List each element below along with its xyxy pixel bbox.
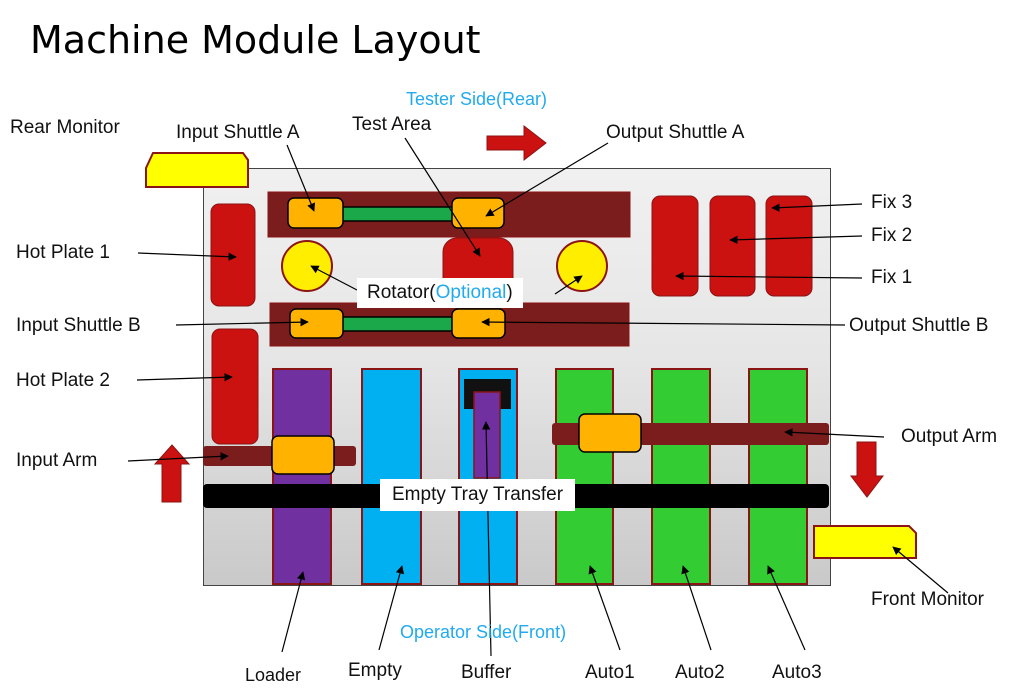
- rotator-optional-text: Optional: [435, 282, 507, 303]
- leader-loader: [281, 571, 306, 653]
- buffer-insert: [473, 391, 501, 479]
- empty-lane: [361, 368, 422, 585]
- output-shuttle-a-label: Output Shuttle A: [606, 122, 745, 143]
- fix-2: [709, 195, 756, 297]
- leader-test-area: [404, 137, 481, 257]
- leader-output-shuttle-b: [481, 317, 846, 327]
- input-shuttle-a-label: Input Shuttle A: [176, 122, 300, 143]
- leader-fix-1: [675, 271, 863, 281]
- page-title: Machine Module Layout: [30, 18, 481, 62]
- auto2-lane: [651, 368, 711, 585]
- leader-hot-plate-1: [137, 252, 237, 261]
- input-shuttle-b-label: Input Shuttle B: [16, 315, 141, 336]
- fix-2-label: Fix 2: [871, 225, 913, 246]
- leader-fix-2: [729, 235, 863, 244]
- hot-plate-1: [210, 203, 256, 307]
- leader-rotator-right: [554, 275, 583, 295]
- output-shuttle-b-label: Output Shuttle B: [849, 315, 989, 336]
- auto2-label: Auto2: [675, 662, 725, 683]
- leader-auto3: [767, 565, 806, 651]
- rotator-text: Rotator(: [367, 282, 436, 303]
- rear-monitor: [145, 152, 249, 188]
- auto1-label: Auto1: [585, 662, 635, 683]
- loader-label: Loader: [245, 665, 302, 685]
- leader-auto2: [681, 565, 712, 651]
- leader-hot-plate-2: [136, 373, 233, 382]
- fix-3: [765, 195, 813, 297]
- fix-1-label: Fix 1: [871, 267, 913, 288]
- test-bar-a: [339, 206, 456, 222]
- leader-empty: [378, 565, 405, 651]
- rotator-right: [556, 240, 608, 292]
- leader-fix-3: [771, 203, 863, 212]
- output-shuttle-b: [451, 308, 506, 339]
- leader-auto1: [588, 565, 621, 651]
- input-arm: [271, 435, 335, 475]
- auto3-lane: [748, 368, 808, 585]
- fix-1: [651, 195, 699, 297]
- rotator-label: Rotator(Optional): [357, 278, 523, 308]
- hot-plate-1-label: Hot Plate 1: [16, 242, 110, 263]
- leader-output-arm: [784, 428, 885, 438]
- tester-side-label: Tester Side(Rear): [406, 89, 548, 109]
- rotator-left: [281, 240, 333, 292]
- auto1-lane: [555, 368, 614, 585]
- output-arm: [578, 413, 642, 453]
- fix-3-label: Fix 3: [871, 192, 913, 213]
- leader-input-shuttle-b: [175, 317, 309, 327]
- test-bar-b: [339, 316, 456, 332]
- test-area-label: Test Area: [352, 114, 432, 135]
- rear-direction-arrow: [486, 124, 547, 162]
- input-shuttle-a: [287, 197, 344, 229]
- output-arm-label: Output Arm: [901, 426, 998, 447]
- auto3-label: Auto3: [772, 662, 822, 683]
- hot-plate-2: [211, 328, 259, 445]
- leader-rotator-left: [310, 265, 358, 291]
- front-monitor: [813, 525, 917, 559]
- rear-monitor-label: Rear Monitor: [10, 117, 120, 138]
- leader-input-arm: [127, 452, 229, 462]
- loader-lane: [272, 368, 332, 585]
- leader-buffer: [481, 421, 492, 657]
- leader-front-monitor: [892, 546, 949, 594]
- buffer-label: Buffer: [461, 662, 512, 683]
- hot-plate-2-label: Hot Plate 2: [16, 370, 110, 391]
- input-arm-label: Input Arm: [16, 450, 98, 471]
- output-direction-arrow: [849, 441, 885, 498]
- input-direction-arrow: [153, 444, 191, 503]
- operator-side-label: Operator Side(Front): [400, 622, 567, 642]
- leader-output-shuttle-a: [485, 142, 609, 217]
- rotator-close-text: ): [506, 282, 513, 303]
- input-shuttle-b: [289, 308, 344, 339]
- front-monitor-label: Front Monitor: [871, 589, 984, 610]
- empty-label: Empty: [348, 660, 402, 681]
- empty-tray-transfer-label: Empty Tray Transfer: [380, 479, 576, 511]
- leader-input-shuttle-a: [286, 144, 316, 212]
